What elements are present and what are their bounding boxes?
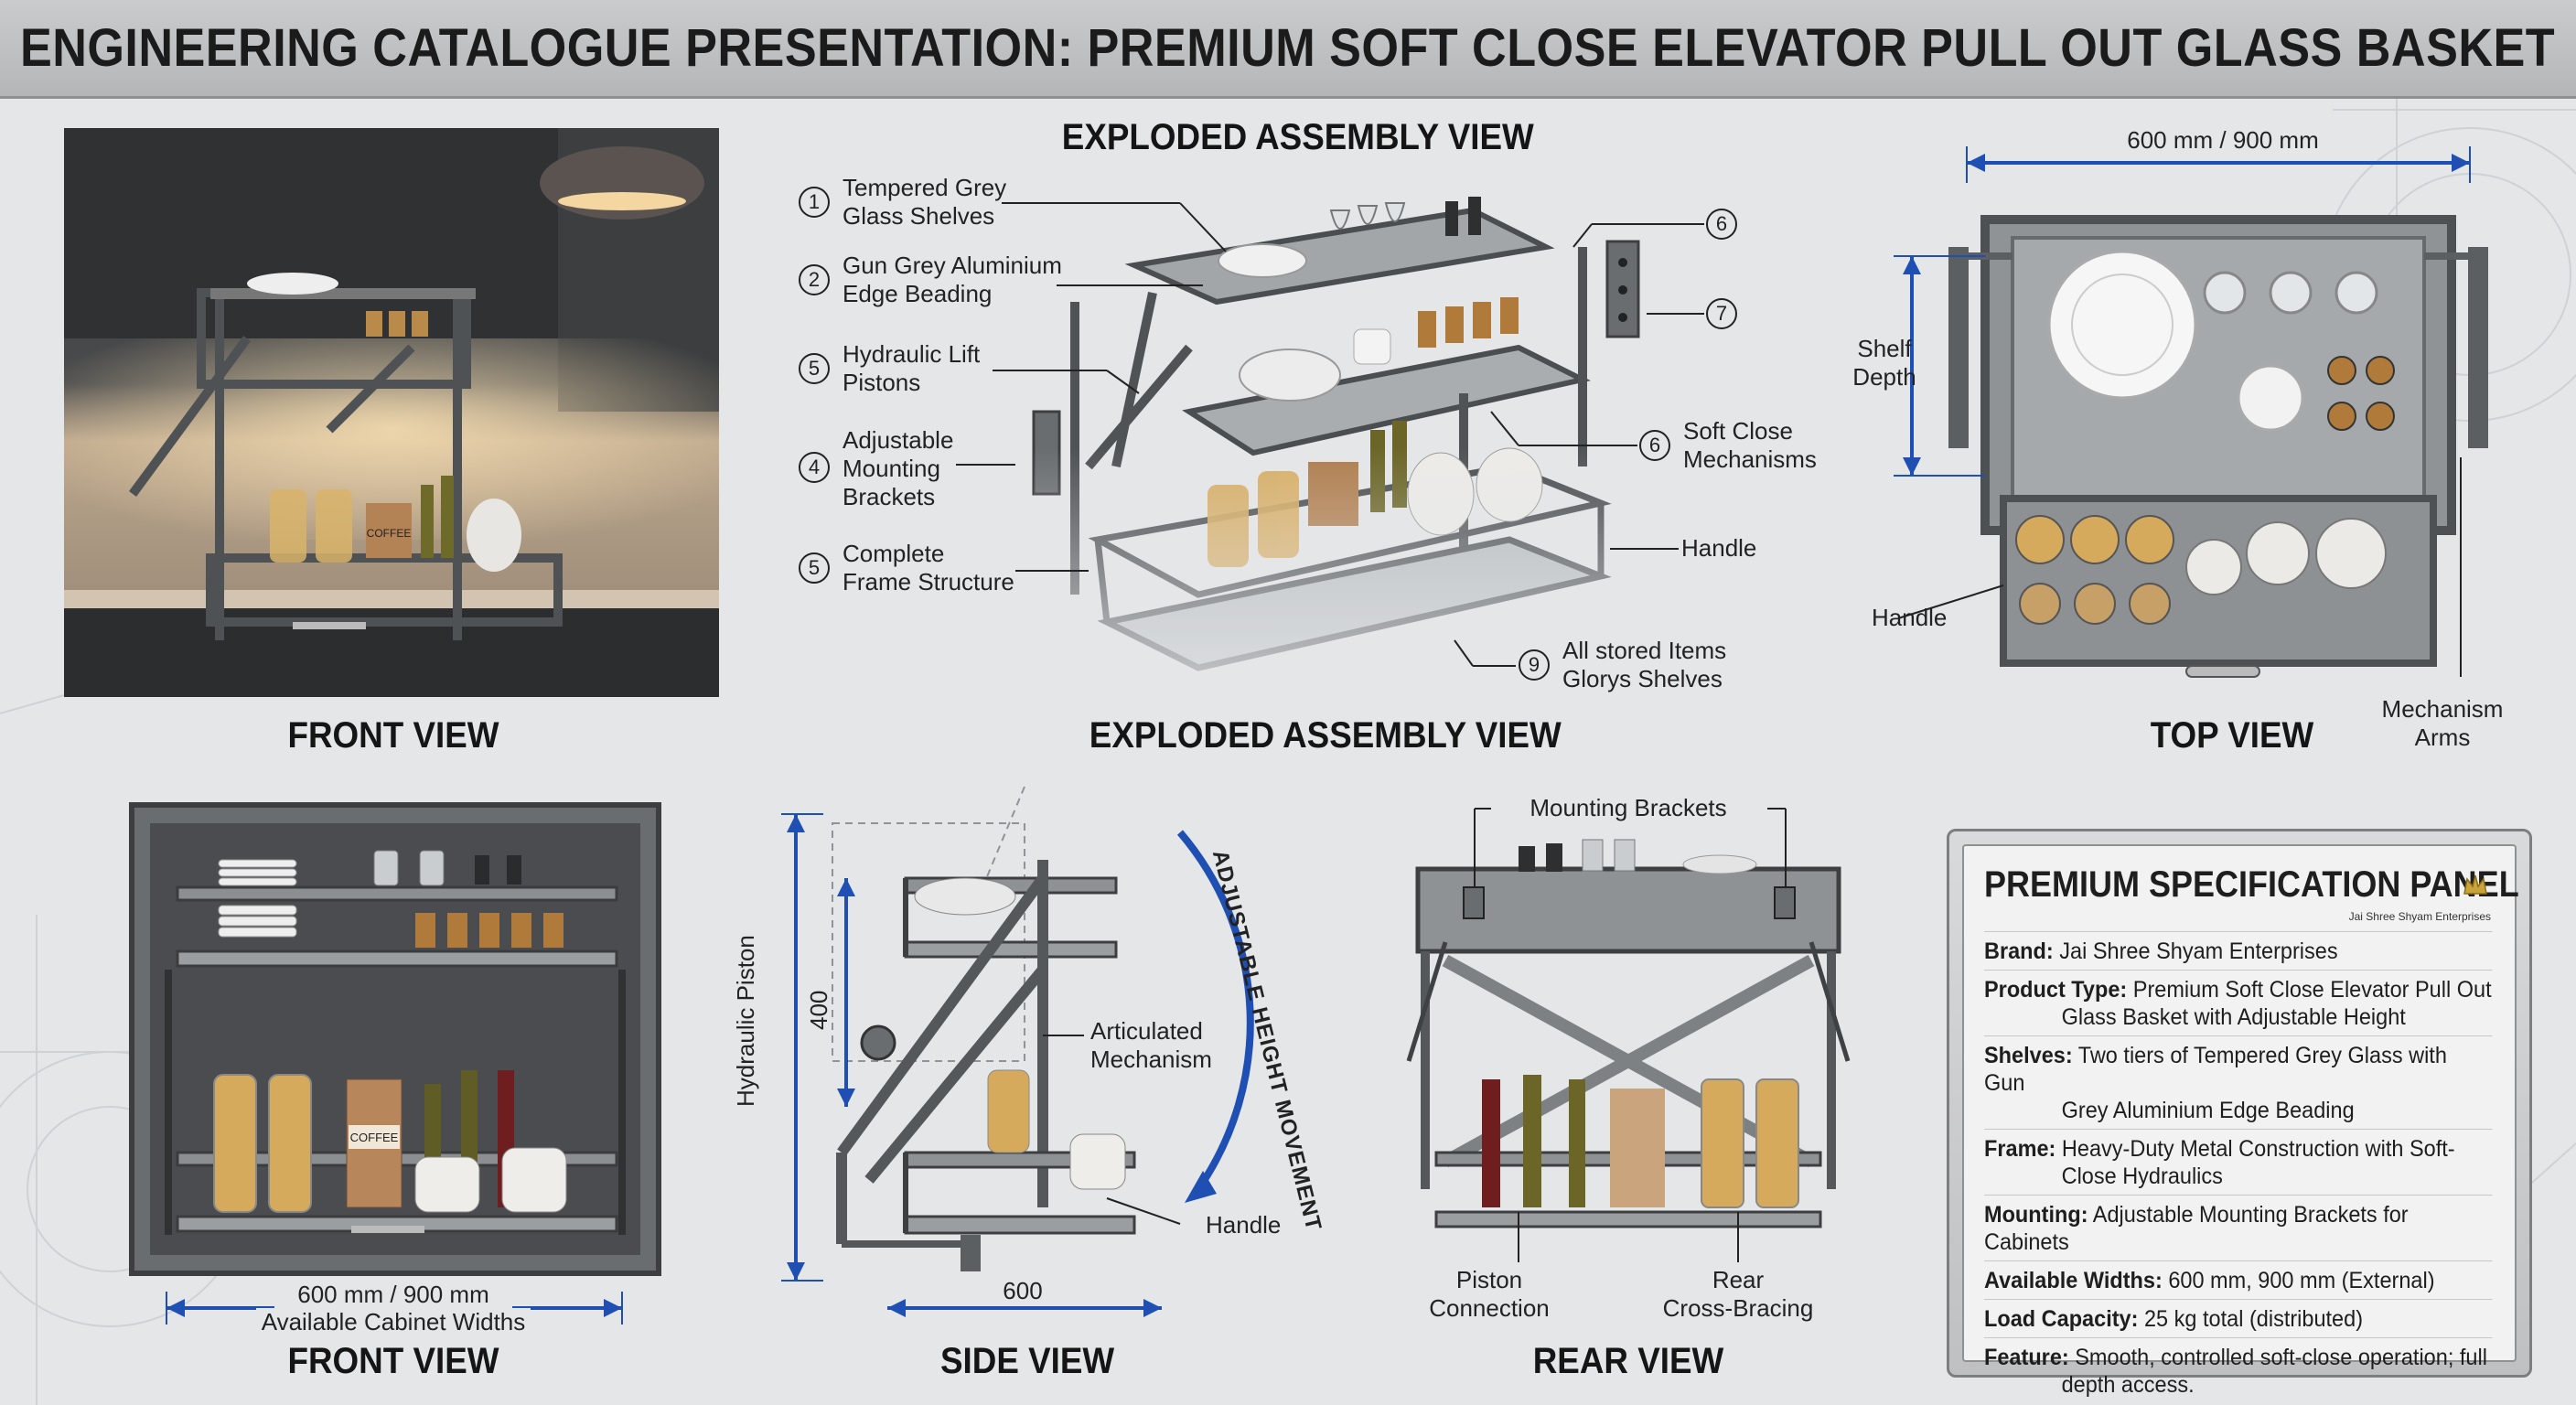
exploded-label-edge-beading: 2 Gun Grey Aluminium Edge Beading [799,252,1062,308]
front-view-dimension-caption: Available Cabinet Widths [256,1308,531,1336]
front-view-photo: COFFEE [64,128,719,697]
specification-panel-inner: PREMIUM SPECIFICATION PANEL Jai Shree Sh… [1962,844,2519,1398]
callout-number: 5 [799,552,830,584]
exploded-label-glass-shelves: 1 Tempered Grey Glass Shelves [799,174,1006,231]
exploded-assembly-drawing [1032,192,1619,704]
side-view-handle-label: Handle [1206,1211,1282,1239]
callout-number: 4 [799,452,830,483]
top-view-width-dimension: 600 mm / 900 mm [2127,126,2319,154]
callout-number: 6 [1639,430,1670,461]
exploded-label-mounting-brackets: 4 Adjustable Mounting Brackets [799,426,953,511]
side-view-height-dimension: 400 [805,990,832,1030]
title-bar: ENGINEERING CATALOGUE PRESENTATION: PREM… [0,0,2576,99]
callout-number: 7 [1706,298,1737,329]
exploded-label-frame-structure: 5 Complete Frame Structure [799,540,1014,596]
spec-row-load-capacity: Load Capacity: 25 kg total (distributed) [1984,1299,2493,1337]
side-view-drawing [781,786,1254,1317]
side-view-caption: SIDE VIEW [940,1341,1115,1381]
callout-number: 6 [1706,209,1737,240]
exploded-label-stored-items: 9 All stored Items Glorys Shelves [1519,637,1726,693]
exploded-view-caption: EXPLODED ASSEMBLY VIEW [1089,715,1562,756]
top-view-shelf-depth-label: Shelf Depth [1852,335,1916,391]
rear-view-bracing-label: Rear Cross-Bracing [1662,1266,1814,1322]
front-view-caption-bottom: FRONT VIEW [287,1341,499,1381]
specification-panel: PREMIUM SPECIFICATION PANEL Jai Shree Sh… [1947,829,2532,1398]
rear-view-brackets-label: Mounting Brackets [1530,794,1727,821]
front-view-dimension-value: 600 mm / 900 mm [274,1281,512,1309]
spec-row-feature: Feature: Smooth, controlled soft-close o… [1984,1337,2493,1403]
exploded-label-handle: Handle [1681,534,1757,562]
rear-view-piston-label: Piston Connection [1429,1266,1550,1322]
spec-row-brand: Brand: Jai Shree Shyam Enterprises [1984,931,2493,970]
exploded-mounting-bracket-right [1605,240,1640,338]
front-view-caption-top: FRONT VIEW [287,715,499,756]
callout-number: 1 [799,187,830,218]
top-view-caption: TOP VIEW [2150,715,2314,756]
spec-row-available-widths: Available Widths: 600 mm, 900 mm (Extern… [1984,1260,2493,1299]
top-view-drawing [1894,146,2488,678]
side-view-piston-label: Hydraulic Piston [732,935,759,1107]
crown-logo-icon [2463,874,2487,895]
callout-number: 2 [799,264,830,295]
callout-number: 5 [799,353,830,384]
top-view-handle-label: Handle [1872,604,1948,631]
spec-row-mounting: Mounting: Adjustable Mounting Brackets f… [1984,1195,2493,1260]
top-view-mechanism-arms-label: Mechanism Arms [2381,695,2504,751]
callout-number: 9 [1519,649,1550,681]
spec-row-frame: Frame: Heavy-Duty Metal Construction wit… [1984,1129,2493,1195]
spec-row-product-type: Product Type: Premium Soft Close Elevato… [1984,970,2493,1035]
rear-view-caption: REAR VIEW [1532,1341,1724,1381]
coffee-bag-label: COFFEE [350,1131,399,1144]
side-view-mechanism-label: Articulated Mechanism [1090,1017,1212,1073]
spec-panel-subtitle: Jai Shree Shyam Enterprises [2348,910,2491,923]
page-title: ENGINEERING CATALOGUE PRESENTATION: PREM… [20,18,2556,78]
coffee-bag-label: COFFEE [367,527,412,540]
exploded-view-heading: EXPLODED ASSEMBLY VIEW [1061,117,1534,157]
rear-view-drawing [1406,808,1851,1262]
spec-row-shelves: Shelves: Two tiers of Tempered Grey Glas… [1984,1035,2493,1129]
front-view-drawing: COFFEE [129,802,661,1276]
side-view-width-dimension: 600 [1003,1277,1043,1304]
exploded-label-hydraulic-pistons: 5 Hydraulic Lift Pistons [799,340,980,397]
exploded-label-soft-close: 6 Soft Close Mechanisms [1639,417,1817,474]
spec-panel-title: PREMIUM SPECIFICATION PANEL [1984,864,2519,905]
